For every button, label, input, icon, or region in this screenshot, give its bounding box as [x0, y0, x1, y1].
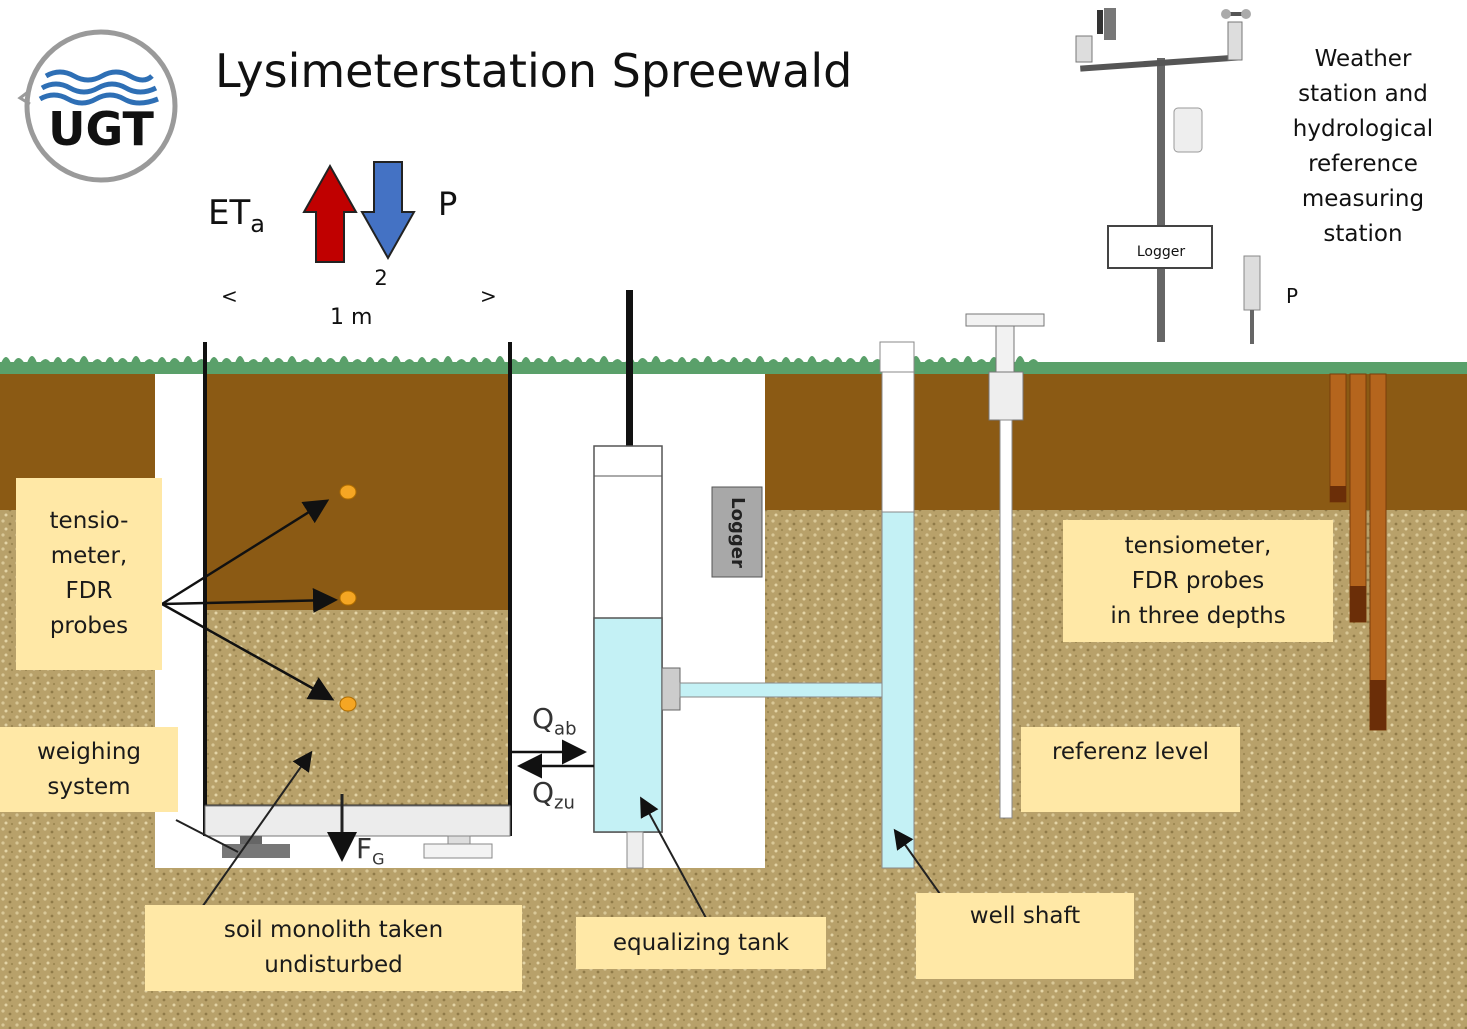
- fg-label: FG: [356, 832, 385, 869]
- tensiometer-probes-right: [1329, 373, 1387, 731]
- callout-tensiometer-right: tensiometer, FDR probes in three depths: [1063, 520, 1333, 642]
- grass-strip: [0, 356, 1467, 374]
- callout-weighing-system: weighing system: [0, 727, 178, 812]
- fg-main: F: [356, 832, 373, 865]
- width-bracket-right: >: [480, 284, 497, 308]
- weather-station-label: Weather station and hydrological referen…: [1292, 46, 1434, 247]
- eta-label: ETa: [208, 193, 265, 238]
- reference-rod: [965, 313, 1045, 819]
- callout-tensiometer-left: tensio- meter, FDR probes: [16, 478, 162, 670]
- fg-sub: G: [372, 849, 385, 869]
- monolith-topsoil: [205, 374, 510, 610]
- logo-text: UGT: [48, 102, 154, 156]
- probe-markers: [339, 484, 357, 712]
- width-bracket-left: <: [221, 284, 238, 308]
- callout-soil-monolith: soil monolith taken undisturbed: [145, 905, 522, 991]
- logger-box-side: [711, 486, 763, 578]
- load-cell-right: [423, 835, 493, 859]
- evapotranspiration-arrow: [302, 163, 358, 263]
- callout-well-shaft: well shaft: [916, 893, 1134, 979]
- eta-main: ET: [208, 193, 251, 233]
- q-ab-sub: ab: [554, 718, 577, 740]
- eta-sub: a: [250, 210, 265, 238]
- precipitation-arrow: [360, 161, 416, 261]
- monolith-subsoil: [205, 610, 510, 806]
- logger-label-top: Logger: [1136, 244, 1186, 260]
- q-ab-label: Qab: [532, 702, 577, 740]
- logger-side-text: Logger: [726, 496, 748, 568]
- connection-pipe: [679, 682, 883, 698]
- well-shaft: [879, 341, 915, 869]
- q-ab-main: Q: [532, 702, 555, 735]
- weather-mast: [1075, 8, 1261, 344]
- ugt-logo: UGT: [17, 29, 178, 183]
- equalizing-tank: [593, 290, 681, 869]
- probe-pointer-arrows: [161, 499, 338, 701]
- logger-label-side: Logger: [712, 487, 762, 577]
- flow-arrows: [510, 739, 594, 779]
- q-zu-main: Q: [532, 776, 555, 809]
- callout-referenz-level: referenz level: [1021, 727, 1240, 812]
- precipitation-label: P: [438, 185, 458, 223]
- q-zu-label: Qzu: [532, 776, 575, 814]
- rain-gauge-label: P: [1286, 284, 1299, 308]
- q-zu-sub: zu: [554, 792, 575, 814]
- callout-equalizing-tank: equalizing tank: [576, 917, 826, 969]
- area-value: 1 m: [330, 305, 373, 331]
- surface-area-label: 1 m2: [330, 266, 388, 330]
- callout-leaders: [175, 750, 941, 919]
- area-exponent: 2: [374, 266, 388, 290]
- page-title: Lysimeterstation Spreewald: [215, 44, 853, 98]
